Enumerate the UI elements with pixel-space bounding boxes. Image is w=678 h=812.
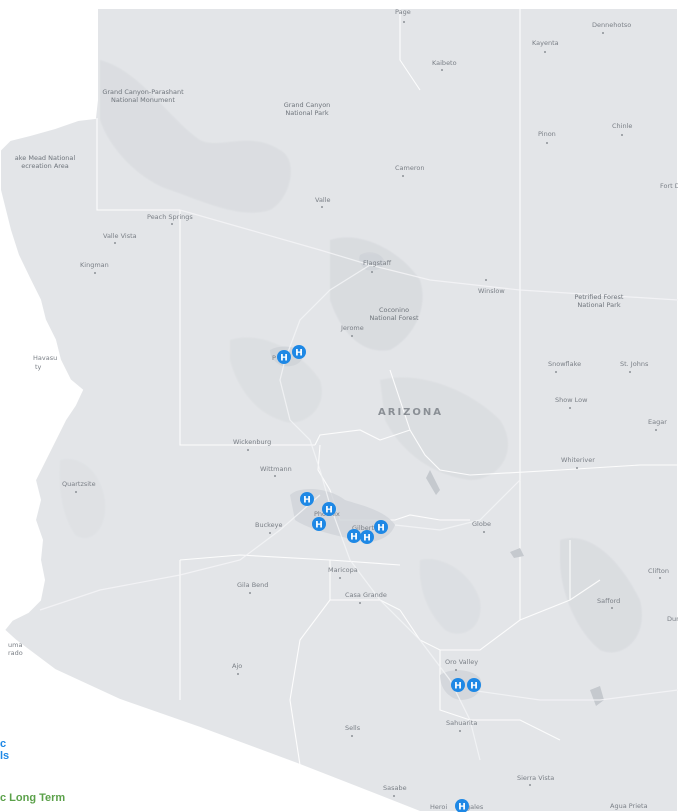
place-label: Globe — [472, 520, 491, 528]
hospital-marker[interactable]: H — [467, 678, 481, 692]
legend-acute-line2: ls — [0, 750, 10, 762]
place-label: Snowflake — [548, 360, 581, 368]
place-label: Show Low — [555, 396, 588, 404]
place-label: gales — [466, 803, 484, 811]
terrain-shading — [59, 60, 642, 653]
place-label: Chinle — [612, 122, 632, 130]
legend-long-term: c Long Term — [0, 792, 66, 804]
place-label: Valle Vista — [103, 232, 137, 240]
hospital-marker[interactable]: H — [300, 492, 314, 506]
place-label: Kaibeto — [432, 59, 457, 67]
svg-text:H: H — [454, 682, 462, 692]
place-label: Casa Grande — [345, 591, 387, 599]
place-label: Sierra Vista — [517, 774, 554, 782]
place-label: Jerome — [340, 324, 364, 332]
place-label: Oro Valley — [445, 658, 478, 666]
hospital-marker[interactable]: H — [277, 350, 291, 364]
svg-text:H: H — [377, 524, 385, 534]
place-label: rado — [8, 649, 23, 657]
hospital-marker[interactable]: H — [347, 529, 361, 543]
town-dots — [75, 21, 661, 797]
svg-text:H: H — [458, 803, 466, 812]
place-label: Clifton — [648, 567, 669, 575]
place-label: Safford — [597, 597, 620, 605]
place-label: Dun — [667, 615, 678, 623]
place-label: Page — [395, 8, 411, 16]
hospital-marker[interactable]: H — [451, 678, 465, 692]
place-label: Gilbert — [352, 524, 374, 532]
place-label: Whiteriver — [561, 456, 595, 464]
place-label: Quartzsite — [62, 480, 96, 488]
svg-text:H: H — [295, 349, 303, 359]
place-label: Pinon — [538, 130, 556, 138]
place-label: P — [272, 354, 276, 362]
place-label: St. Johns — [620, 360, 649, 368]
place-label: Kingman — [80, 261, 109, 269]
legend-acute-line1: c — [0, 738, 7, 750]
place-label: Valle — [315, 196, 331, 204]
hospital-marker[interactable]: H — [292, 345, 306, 359]
place-label: Wickenburg — [233, 438, 271, 446]
place-label: Dennehotso — [592, 21, 631, 29]
place-label: Sasabe — [383, 784, 407, 792]
place-label: Peach Springs — [147, 213, 193, 221]
hospital-marker[interactable]: H — [360, 530, 374, 544]
place-labels: Page Kayenta Kaibeto Dennehotso Pinon Ch… — [8, 8, 678, 811]
place-label: Flagstaff — [363, 259, 392, 267]
place-label: Eagar — [648, 418, 667, 426]
svg-text:H: H — [350, 533, 358, 543]
place-label: ty — [35, 363, 42, 371]
place-label: uma — [8, 641, 22, 649]
svg-text:H: H — [280, 354, 288, 364]
place-label: Sahuarita — [446, 719, 477, 727]
svg-text:H: H — [303, 496, 311, 506]
place-label: Kayenta — [532, 39, 559, 47]
hospital-markers[interactable]: H H H H H H H H H H H — [277, 345, 481, 812]
place-label: Maricopa — [328, 566, 358, 574]
place-label: Agua Prieta — [610, 802, 648, 810]
place-label: Sells — [345, 724, 361, 732]
legend-acute: c ls — [0, 738, 9, 762]
place-label: Buckeye — [255, 521, 283, 529]
hospital-marker[interactable]: H — [312, 517, 326, 531]
roads — [39, 209, 678, 761]
place-label: Ajo — [232, 662, 242, 670]
hospital-marker[interactable]: H — [455, 799, 469, 812]
place-label: Cameron — [395, 164, 424, 172]
arizona-landmass — [0, 7, 678, 812]
water-bodies — [426, 470, 604, 706]
hospital-marker[interactable]: H — [322, 502, 336, 516]
place-label: Gila Bend — [237, 581, 268, 589]
place-label: Heroi — [430, 803, 447, 811]
place-label: Wittmann — [260, 465, 292, 473]
place-label: Havasu — [33, 354, 57, 362]
svg-text:H: H — [325, 506, 333, 516]
hospital-marker[interactable]: H — [374, 520, 388, 534]
svg-text:H: H — [315, 521, 323, 531]
svg-text:H: H — [363, 534, 371, 544]
place-label: Winslow — [478, 287, 505, 295]
place-label: Fort Def — [660, 182, 678, 190]
state-label: ARIZONA — [378, 407, 443, 418]
svg-text:H: H — [470, 682, 478, 692]
county-borders — [96, 8, 678, 766]
